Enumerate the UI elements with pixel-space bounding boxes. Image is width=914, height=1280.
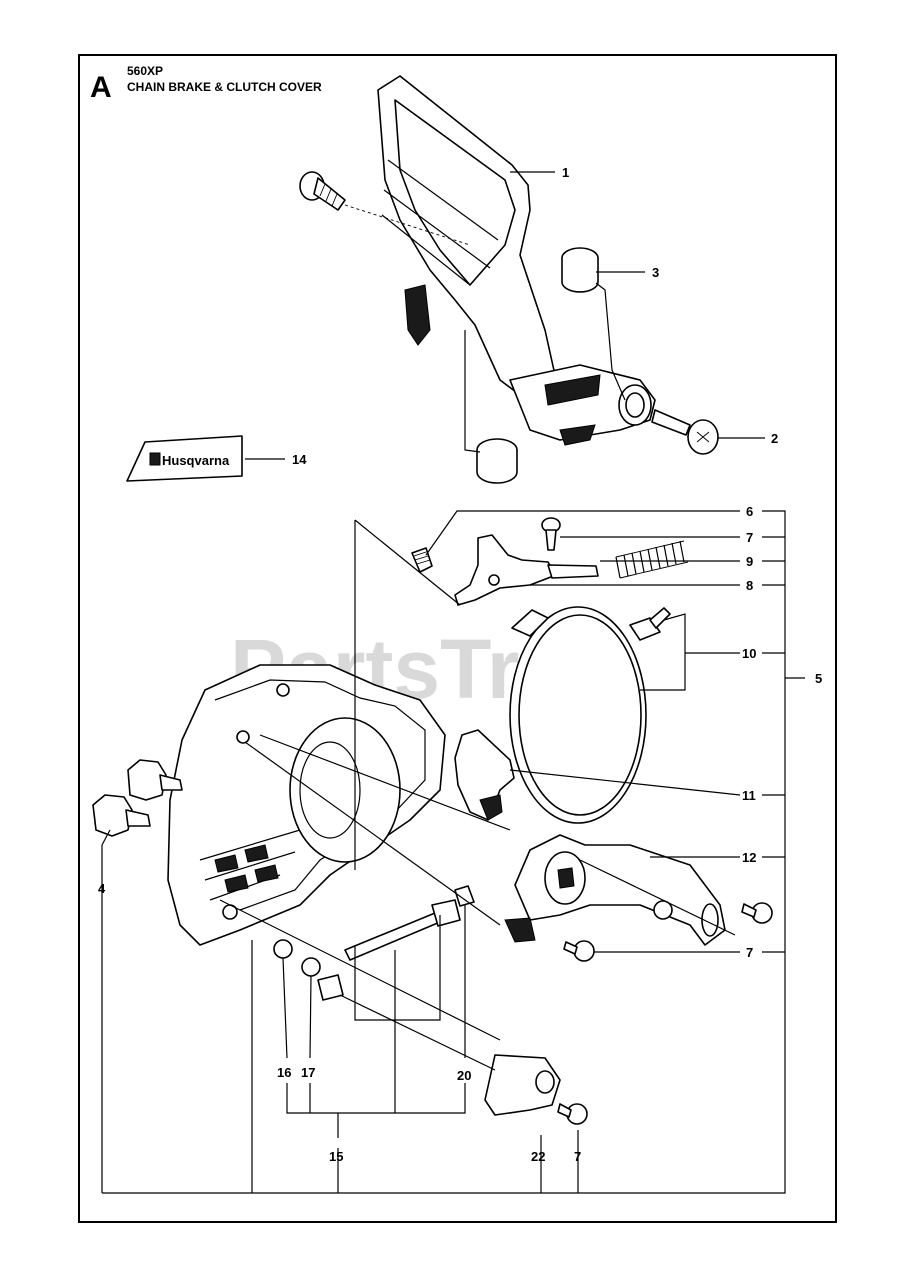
callout-12: 12 bbox=[742, 850, 756, 865]
callout-1: 1 bbox=[562, 165, 569, 180]
decal-brand-text: Husqvarna bbox=[162, 453, 230, 468]
part-4-nut-lower bbox=[92, 794, 151, 837]
part-15-tensioner bbox=[273, 885, 475, 1001]
diagram-frame bbox=[78, 54, 837, 1223]
callout-16: 16 bbox=[277, 1065, 291, 1080]
callout-6: 6 bbox=[746, 504, 753, 519]
part-22-cover-piece bbox=[484, 1054, 561, 1116]
callout-14: 14 bbox=[292, 452, 307, 467]
callout-7-bottom: 7 bbox=[574, 1149, 581, 1164]
part-11-brake-block bbox=[454, 729, 515, 821]
callout-2: 2 bbox=[771, 431, 778, 446]
callout-20: 20 bbox=[457, 1068, 471, 1083]
screw-guard-top bbox=[299, 171, 346, 211]
part-1-front-guard bbox=[377, 75, 656, 446]
bushing-lower bbox=[476, 438, 518, 484]
callout-4: 4 bbox=[98, 881, 106, 896]
section-letter: A bbox=[90, 71, 112, 104]
part-7-screw-lower bbox=[563, 940, 595, 962]
callout-10: 10 bbox=[742, 646, 756, 661]
part-14-decal: Husqvarna bbox=[126, 435, 243, 482]
part-7-screw-right bbox=[741, 902, 773, 924]
part-12-cover-plate bbox=[504, 834, 726, 946]
callout-9: 9 bbox=[746, 554, 753, 569]
part-7-screw-mid bbox=[653, 900, 673, 920]
part-4-nut-upper bbox=[127, 759, 183, 801]
clutch-cover-housing bbox=[167, 664, 446, 946]
part-7-screw-top bbox=[541, 517, 561, 551]
callout-7-lower: 7 bbox=[746, 945, 753, 960]
callout-15: 15 bbox=[329, 1149, 343, 1164]
part-9-spring bbox=[615, 540, 689, 579]
part-7-screw-bottom bbox=[557, 1103, 588, 1125]
callout-11: 11 bbox=[742, 788, 756, 803]
diagram-title: CHAIN BRAKE & CLUTCH COVER bbox=[127, 80, 322, 94]
part-3-bushing bbox=[561, 247, 599, 293]
callout-labels: 1 2 3 4 5 6 7 9 8 10 11 12 7 14 15 16 17… bbox=[98, 165, 822, 1164]
callout-22: 22 bbox=[531, 1149, 545, 1164]
callout-8: 8 bbox=[746, 578, 753, 593]
callout-5: 5 bbox=[815, 671, 822, 686]
callout-7-top: 7 bbox=[746, 530, 753, 545]
callout-3: 3 bbox=[652, 265, 659, 280]
model-number: 560XP bbox=[127, 64, 163, 78]
callout-17: 17 bbox=[301, 1065, 315, 1080]
leader-lines bbox=[101, 171, 805, 1194]
part-8-brake-lever bbox=[454, 534, 599, 606]
part-10-brake-band bbox=[509, 606, 671, 824]
part-2-screw bbox=[651, 409, 719, 455]
